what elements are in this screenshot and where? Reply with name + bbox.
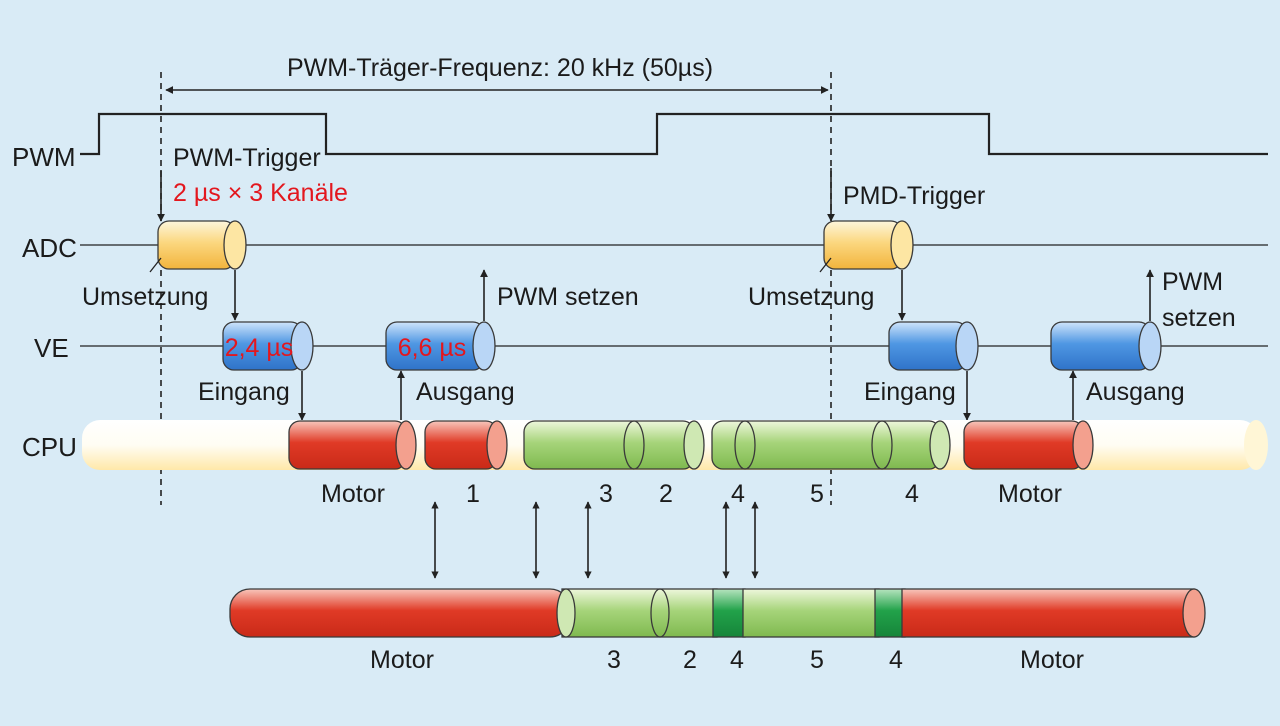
cpu-label-task-1: 1 xyxy=(466,480,480,508)
umsetzung-leader-2 xyxy=(819,257,832,273)
bottom-label-task-2: 2 xyxy=(683,646,697,674)
ve-output-1 xyxy=(385,321,496,371)
cpu-label-motor-2: Motor xyxy=(998,480,1062,508)
ve-input-2 xyxy=(888,321,979,371)
bottom-label-motor-1: Motor xyxy=(370,646,434,674)
bottom-bar xyxy=(229,588,1206,638)
cpu-bar xyxy=(82,420,1268,470)
eingang-label-2: Eingang xyxy=(864,378,956,406)
ve-input-1 xyxy=(222,321,314,371)
adc-conversion-1 xyxy=(157,220,247,270)
cpu-label-motor-1: Motor xyxy=(321,480,385,508)
row-label-cpu: CPU xyxy=(22,432,77,462)
ve-output-2 xyxy=(1050,321,1162,371)
umsetzung-label-1: Umsetzung xyxy=(82,283,208,311)
bottom-label-task-5: 5 xyxy=(810,646,824,674)
ve-in-time-label: 2,4 µs xyxy=(225,334,294,362)
row-label-pwm: PWM xyxy=(12,142,76,172)
cpu-label-task-2: 2 xyxy=(659,480,673,508)
cpu-label-task-4b: 4 xyxy=(905,480,919,508)
bottom-label-task-3: 3 xyxy=(607,646,621,674)
pmd-trigger-label: PMD-Trigger xyxy=(843,182,985,210)
adc-time-label: 2 µs × 3 Kanäle xyxy=(173,179,348,207)
pwm-setzen-label-2b: setzen xyxy=(1162,304,1236,332)
pwm-setzen-label-2a: PWM xyxy=(1162,268,1223,296)
title: PWM-Träger-Frequenz: 20 kHz (50µs) xyxy=(287,54,713,82)
row-label-adc: ADC xyxy=(22,233,77,263)
bottom-label-task-4a: 4 xyxy=(730,646,744,674)
ausgang-label-2: Ausgang xyxy=(1086,378,1185,406)
umsetzung-leader-1 xyxy=(149,257,162,273)
pwm-trigger-label: PWM-Trigger xyxy=(173,144,321,172)
bottom-label-task-4b: 4 xyxy=(889,646,903,674)
eingang-label-1: Eingang xyxy=(198,378,290,406)
adc-conversion-2 xyxy=(823,220,914,270)
pwm-waveform xyxy=(80,112,1268,156)
cpu-label-task-5: 5 xyxy=(810,480,824,508)
pwm-setzen-label-1: PWM setzen xyxy=(497,283,639,311)
ausgang-label-1: Ausgang xyxy=(416,378,515,406)
cpu-label-task-3: 3 xyxy=(599,480,613,508)
cpu-label-task-4a: 4 xyxy=(731,480,745,508)
row-label-ve: VE xyxy=(34,333,69,363)
bottom-label-motor-2: Motor xyxy=(1020,646,1084,674)
umsetzung-label-2: Umsetzung xyxy=(748,283,874,311)
ve-out-time-label: 6,6 µs xyxy=(398,334,467,362)
